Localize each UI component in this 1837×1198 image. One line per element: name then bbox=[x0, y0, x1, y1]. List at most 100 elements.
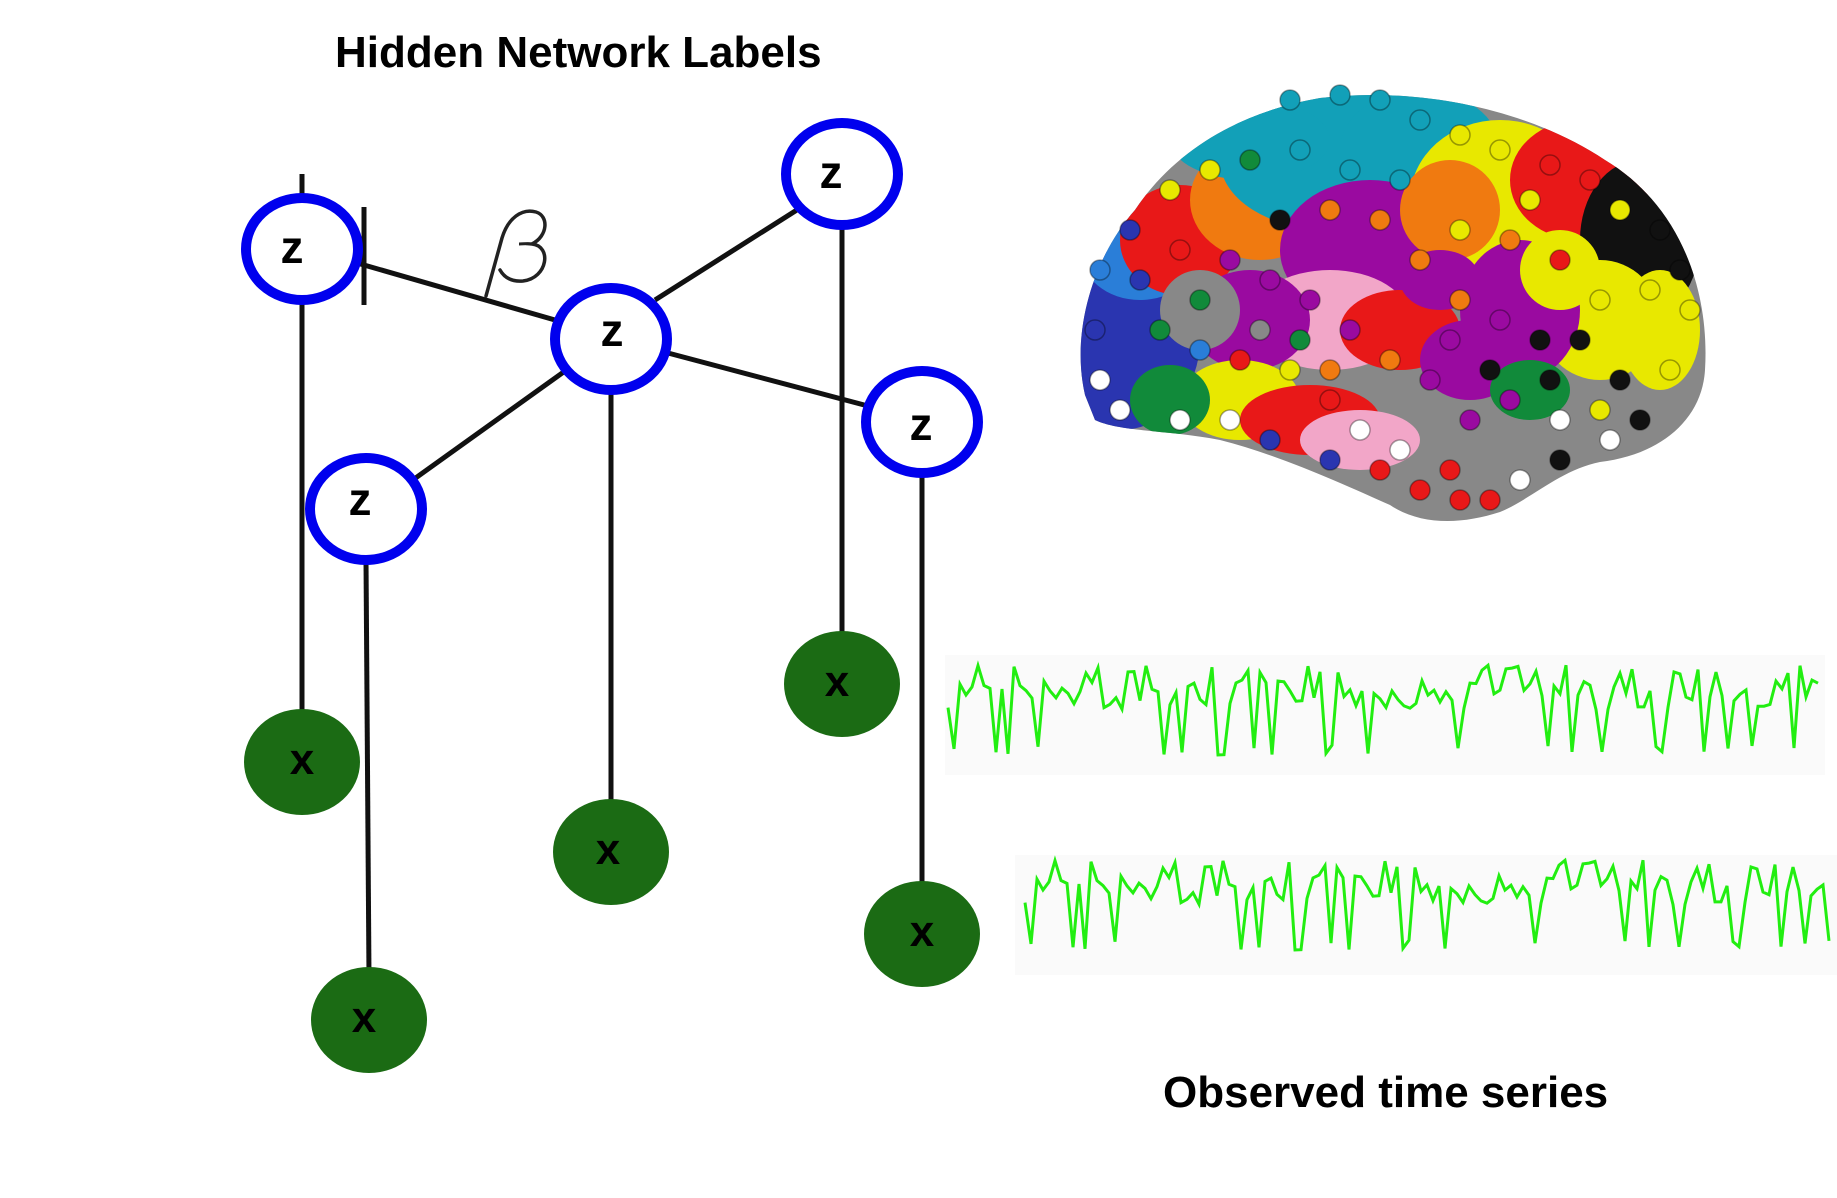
electrode-dot bbox=[1589, 399, 1611, 421]
hidden-nodes: z z z z z bbox=[241, 118, 983, 565]
electrode-dot bbox=[1569, 329, 1591, 351]
electrode-dot bbox=[1239, 149, 1261, 171]
electrode-dot bbox=[1669, 259, 1691, 281]
electrode-dot bbox=[1319, 199, 1341, 221]
electrode-dot bbox=[1119, 219, 1141, 241]
electrode-dot bbox=[1589, 289, 1611, 311]
electrode-dot bbox=[1599, 429, 1621, 451]
edge-z3-z5 bbox=[408, 368, 567, 485]
brain-region bbox=[1620, 270, 1700, 390]
electrode-dot bbox=[1339, 159, 1361, 181]
electrode-dot bbox=[1419, 369, 1441, 391]
edge-z3-z4 bbox=[667, 350, 869, 409]
electrode-dot bbox=[1379, 349, 1401, 371]
electrode-dot bbox=[1389, 169, 1411, 191]
observed-node-x4: x bbox=[864, 881, 980, 987]
electrode-dot bbox=[1339, 319, 1361, 341]
electrode-dot bbox=[1319, 389, 1341, 411]
brain-region bbox=[1130, 365, 1210, 435]
electrode-dot bbox=[1299, 289, 1321, 311]
electrode-dot bbox=[1489, 139, 1511, 161]
series-2-background bbox=[1015, 855, 1837, 975]
electrode-dot bbox=[1659, 359, 1681, 381]
edge-z3-z2 bbox=[653, 205, 802, 303]
observed-time-series-caption: Observed time series bbox=[1163, 1068, 1609, 1117]
electrode-dot bbox=[1369, 89, 1391, 111]
electrode-dot bbox=[1459, 409, 1481, 431]
electrode-dot bbox=[1679, 299, 1701, 321]
time-series-1 bbox=[946, 660, 1819, 758]
hidden-node-z1: z bbox=[241, 193, 363, 305]
electrode-dot bbox=[1289, 139, 1311, 161]
electrode-dot bbox=[1229, 349, 1251, 371]
electrode-dot bbox=[1479, 489, 1501, 511]
electrode-dot bbox=[1449, 489, 1471, 511]
electrode-dot bbox=[1479, 359, 1501, 381]
svg-text:z: z bbox=[349, 473, 372, 525]
electrode-dot bbox=[1449, 124, 1471, 146]
electrode-dot bbox=[1219, 409, 1241, 431]
electrode-dot bbox=[1269, 209, 1291, 231]
electrode-dot bbox=[1409, 249, 1431, 271]
series-1-background bbox=[945, 655, 1825, 775]
electrode-dot bbox=[1109, 399, 1131, 421]
electrode-dot bbox=[1389, 439, 1411, 461]
electrode-dot bbox=[1609, 369, 1631, 391]
electrode-dot bbox=[1449, 219, 1471, 241]
electrode-dot bbox=[1219, 249, 1241, 271]
electrode-dot bbox=[1149, 319, 1171, 341]
svg-text:z: z bbox=[820, 146, 843, 198]
svg-text:x: x bbox=[290, 735, 315, 784]
observed-node-x1: x bbox=[244, 709, 360, 815]
electrode-dot bbox=[1449, 289, 1471, 311]
electrode-dot bbox=[1539, 369, 1561, 391]
electrode-dot bbox=[1409, 109, 1431, 131]
observed-node-x5: x bbox=[311, 967, 427, 1073]
electrode-dot bbox=[1409, 479, 1431, 501]
electrode-dot bbox=[1129, 269, 1151, 291]
svg-text:x: x bbox=[825, 657, 850, 706]
observed-node-x3: x bbox=[553, 799, 669, 905]
electrode-dot bbox=[1249, 319, 1271, 341]
electrode-dot bbox=[1319, 359, 1341, 381]
electrode-dot bbox=[1084, 319, 1106, 341]
electrode-dot bbox=[1369, 459, 1391, 481]
emission-z5-x5 bbox=[363, 559, 372, 978]
electrode-dot bbox=[1629, 409, 1651, 431]
svg-text:z: z bbox=[601, 304, 624, 356]
svg-text:x: x bbox=[596, 825, 621, 874]
electrode-dot bbox=[1369, 209, 1391, 231]
hidden-node-z2: z bbox=[781, 118, 903, 230]
electrode-dot bbox=[1089, 369, 1111, 391]
electrode-dot bbox=[1529, 329, 1551, 351]
svg-text:x: x bbox=[352, 993, 377, 1042]
electrode-dot bbox=[1289, 329, 1311, 351]
electrode-dot bbox=[1549, 449, 1571, 471]
brain-region bbox=[1400, 160, 1500, 260]
electrode-dot bbox=[1199, 159, 1221, 181]
electrode-dot bbox=[1439, 329, 1461, 351]
svg-text:z: z bbox=[910, 398, 933, 450]
electrode-dot bbox=[1499, 389, 1521, 411]
electrode-dot bbox=[1279, 359, 1301, 381]
electrode-dot bbox=[1329, 84, 1351, 106]
svg-text:z: z bbox=[281, 221, 304, 273]
electrode-dot bbox=[1279, 89, 1301, 111]
electrode-dot bbox=[1549, 249, 1571, 271]
electrode-dot bbox=[1499, 229, 1521, 251]
brain-parcellation-image bbox=[1080, 84, 1706, 522]
electrode-dot bbox=[1539, 154, 1561, 176]
observed-nodes: x x x x x bbox=[244, 631, 980, 1073]
brain-electrode-dots bbox=[1084, 84, 1701, 511]
time-series-2 bbox=[1023, 855, 1831, 953]
electrode-dot bbox=[1259, 269, 1281, 291]
electrode-dot bbox=[1519, 189, 1541, 211]
hidden-network-title: Hidden Network Labels bbox=[335, 28, 822, 77]
electrode-dot bbox=[1349, 419, 1371, 441]
electrode-dot bbox=[1319, 449, 1341, 471]
electrode-dot bbox=[1189, 339, 1211, 361]
electrode-dot bbox=[1159, 179, 1181, 201]
electrode-dot bbox=[1189, 289, 1211, 311]
